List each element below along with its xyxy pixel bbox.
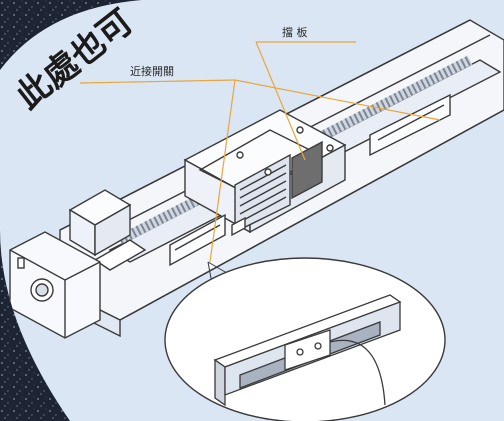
label-proximity-switch: 近接開關 <box>130 65 174 78</box>
label-baffle: 擋 板 <box>282 25 308 39</box>
baffle-plate <box>291 140 323 200</box>
label-leaders <box>79 41 441 263</box>
sensor-rail-back <box>369 93 451 157</box>
sensor-rail-front <box>169 213 226 267</box>
end-bracket <box>9 231 101 339</box>
motor-end-block <box>68 189 132 257</box>
coupling <box>93 239 147 271</box>
linear-actuator <box>9 19 504 339</box>
magnified-inset <box>164 257 446 421</box>
